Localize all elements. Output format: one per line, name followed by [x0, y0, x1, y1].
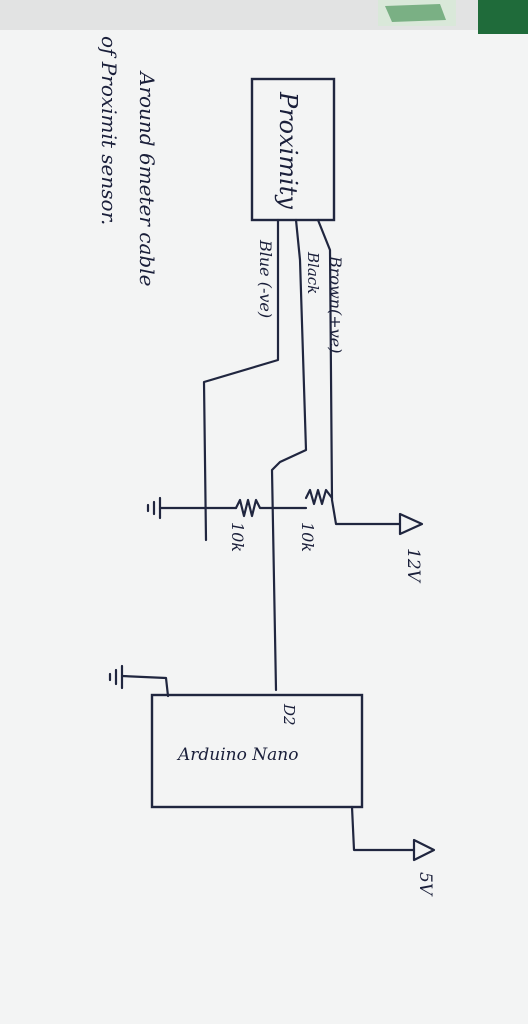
pin-d2-label: D2: [280, 703, 298, 726]
resistor-r1-label: 10k: [298, 522, 317, 552]
v5-arrow-icon: [412, 838, 436, 862]
v5-wire: [350, 805, 416, 852]
folder-corner: [378, 0, 528, 34]
v12-label: 12V: [403, 548, 423, 584]
arduino-nano-label: Arduino Nano: [176, 745, 298, 765]
blue-wire-label: Blue (-ve): [256, 239, 275, 318]
v12-arrow-icon: [398, 512, 424, 536]
proximity-label: Proximity: [274, 91, 302, 209]
note-line2: of Proximit sensor.: [97, 36, 121, 225]
blue-wire: [202, 218, 280, 542]
brown-wire: [316, 218, 402, 526]
v5-label: 5V: [415, 872, 435, 897]
resistor-r2-icon: [234, 498, 308, 518]
black-wire: [270, 218, 308, 692]
arduino-ground-wire: [120, 674, 170, 698]
black-wire-label: Black: [304, 251, 322, 294]
resistor-r1-icon: [304, 488, 334, 506]
resistor-r2-label: 10k: [228, 522, 247, 552]
proximity-sensor-box: [250, 77, 336, 222]
ground-symbol-icon: [146, 496, 162, 520]
arduino-nano-box: [150, 693, 364, 809]
note-line1: Around 6meter cable: [135, 70, 159, 286]
brown-wire-label: Brown(+ve): [326, 255, 345, 353]
arduino-ground-icon: [108, 664, 124, 690]
